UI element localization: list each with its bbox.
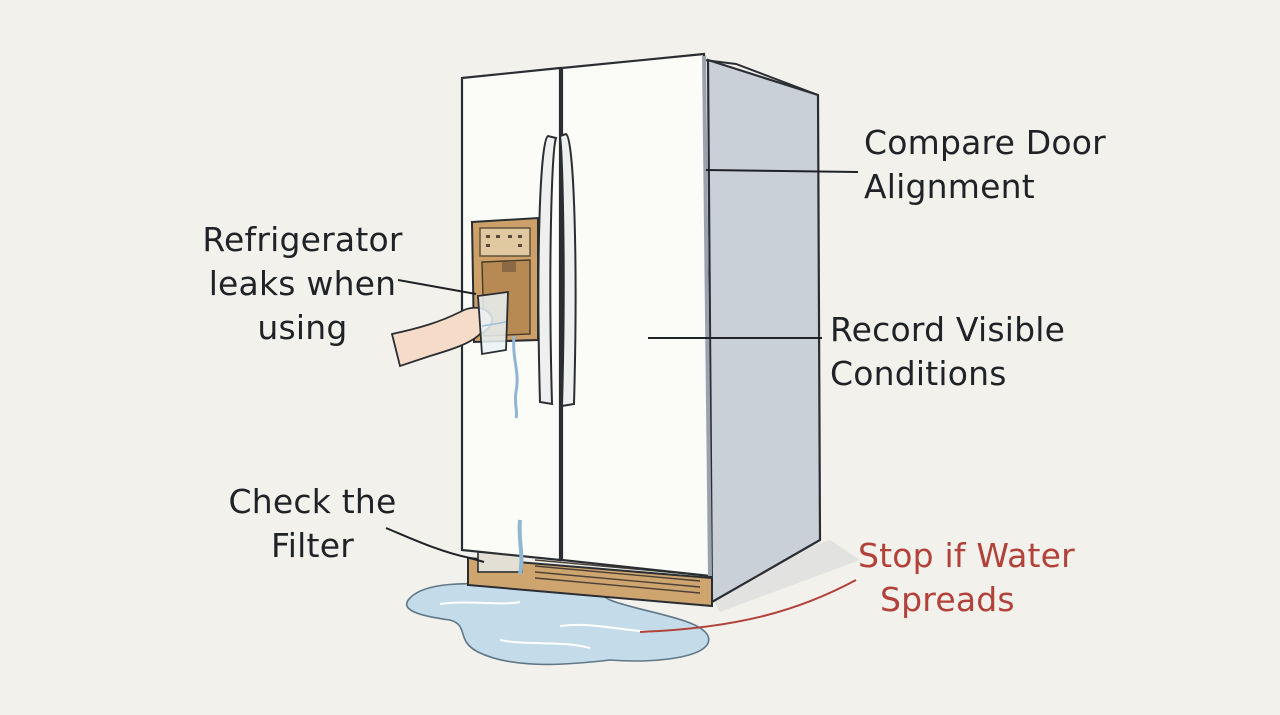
label-refrigerator-leaks: Refrigerator leaks when using <box>190 218 415 350</box>
water-drip <box>512 335 519 419</box>
label-line: Stop if Water <box>858 536 1075 575</box>
hand-holding-glass <box>390 290 509 368</box>
leader-line-door <box>705 169 859 173</box>
fridge-door <box>560 52 712 578</box>
label-line: Compare Door <box>864 123 1106 162</box>
floor-shadow <box>700 540 860 612</box>
label-line: Conditions <box>830 354 1007 393</box>
leader-line-stop <box>639 579 857 633</box>
label-line: leaks when <box>208 264 397 303</box>
label-line: Filter <box>271 526 354 565</box>
label-line: Refrigerator <box>202 220 403 259</box>
water-drip-bottom <box>517 519 524 575</box>
label-line: Spreads <box>880 580 1015 619</box>
label-record-visible-conditions: Record Visible Conditions <box>830 308 1065 396</box>
leader-line-leak <box>397 279 477 295</box>
fridge-side-panel <box>706 58 822 604</box>
fridge-base <box>467 556 713 608</box>
label-line: Alignment <box>864 167 1035 206</box>
label-line: Check the <box>228 482 397 521</box>
freezer-handle <box>537 134 558 406</box>
fridge-handle <box>558 132 577 408</box>
label-compare-door-alignment: Compare Door Alignment <box>864 121 1106 209</box>
label-check-filter: Check the Filter <box>220 480 405 568</box>
label-line: using <box>257 308 348 347</box>
leader-line-filter <box>385 527 485 563</box>
label-line: Record Visible <box>830 310 1066 349</box>
dispenser-control-panel <box>479 227 531 257</box>
label-stop-if-water-spreads: Stop if Water Spreads <box>858 534 1075 622</box>
